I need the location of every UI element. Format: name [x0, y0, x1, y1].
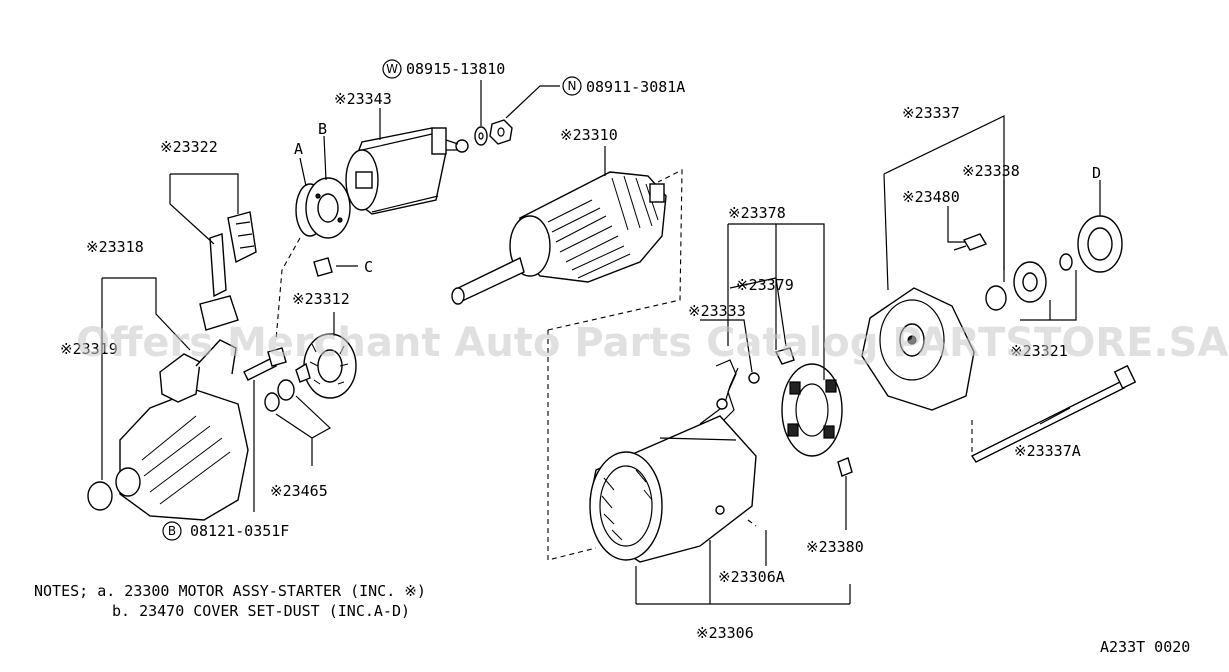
assembly-dashed-lines	[275, 169, 973, 561]
label-23333[interactable]: ※23333	[688, 302, 746, 320]
rear-bushing	[985, 253, 1073, 311]
label-23322[interactable]: ※23322	[160, 138, 218, 156]
yoke-field-coil	[589, 367, 757, 563]
label-23480[interactable]: ※23480	[902, 188, 960, 206]
svg-text:W: W	[386, 62, 398, 76]
label-23306[interactable]: ※23306	[696, 624, 754, 642]
label-23378[interactable]: ※23378	[728, 204, 786, 222]
housing-bolt	[243, 347, 287, 381]
notes-line-1: NOTES; a. 23300 MOTOR ASSY-STARTER (INC.…	[34, 582, 426, 600]
through-bolt	[970, 364, 1137, 463]
badge-n: N	[562, 76, 582, 96]
solenoid-switch	[345, 127, 469, 215]
svg-text:B: B	[168, 524, 176, 538]
rear-cover	[861, 287, 975, 411]
letter-b: B	[318, 120, 327, 138]
diagram-id: A233T 0020	[1100, 638, 1190, 656]
label-08915-13810[interactable]: 08915-13810	[406, 60, 505, 78]
label-08121-0351f[interactable]: 08121-0351F	[190, 522, 289, 540]
letter-c: C	[364, 258, 373, 276]
dust-cover-d	[1077, 215, 1123, 273]
svg-text:N: N	[568, 79, 577, 93]
letter-d: D	[1092, 164, 1101, 182]
nut-n	[489, 119, 513, 145]
watermark-text: Offers Merchant Auto Parts Catalog PARTS…	[76, 320, 1228, 366]
shift-lever	[199, 211, 257, 331]
plunger-plate-b	[305, 177, 351, 239]
washer-w	[474, 126, 488, 146]
label-23379[interactable]: ※23379	[736, 276, 794, 294]
label-23312[interactable]: ※23312	[292, 290, 350, 308]
badge-b: B	[162, 521, 182, 541]
label-23321[interactable]: ※23321	[1010, 342, 1068, 360]
label-23310[interactable]: ※23310	[560, 126, 618, 144]
badge-w: W	[382, 59, 402, 79]
label-23380[interactable]: ※23380	[806, 538, 864, 556]
label-23337[interactable]: ※23337	[902, 104, 960, 122]
brush-terminal	[715, 359, 760, 421]
label-23343[interactable]: ※23343	[334, 90, 392, 108]
notes-line-2: b. 23470 COVER SET-DUST (INC.A-D)	[112, 602, 410, 620]
stop-ring	[264, 379, 295, 412]
label-23465[interactable]: ※23465	[270, 482, 328, 500]
label-23319[interactable]: ※23319	[60, 340, 118, 358]
label-23306a[interactable]: ※23306A	[718, 568, 785, 586]
leader-lines	[101, 80, 1101, 605]
armature	[451, 171, 667, 305]
plug-c	[313, 257, 333, 277]
label-23338[interactable]: ※23338	[962, 162, 1020, 180]
label-23318[interactable]: ※23318	[86, 238, 144, 256]
brush-holder	[774, 347, 853, 477]
front-housing	[87, 339, 249, 521]
cover-screw	[953, 233, 988, 251]
pinion-clutch	[295, 333, 357, 399]
letter-a: A	[294, 140, 303, 158]
label-23337a[interactable]: ※23337A	[1014, 442, 1081, 460]
label-08911-3081a[interactable]: 08911-3081A	[586, 78, 685, 96]
